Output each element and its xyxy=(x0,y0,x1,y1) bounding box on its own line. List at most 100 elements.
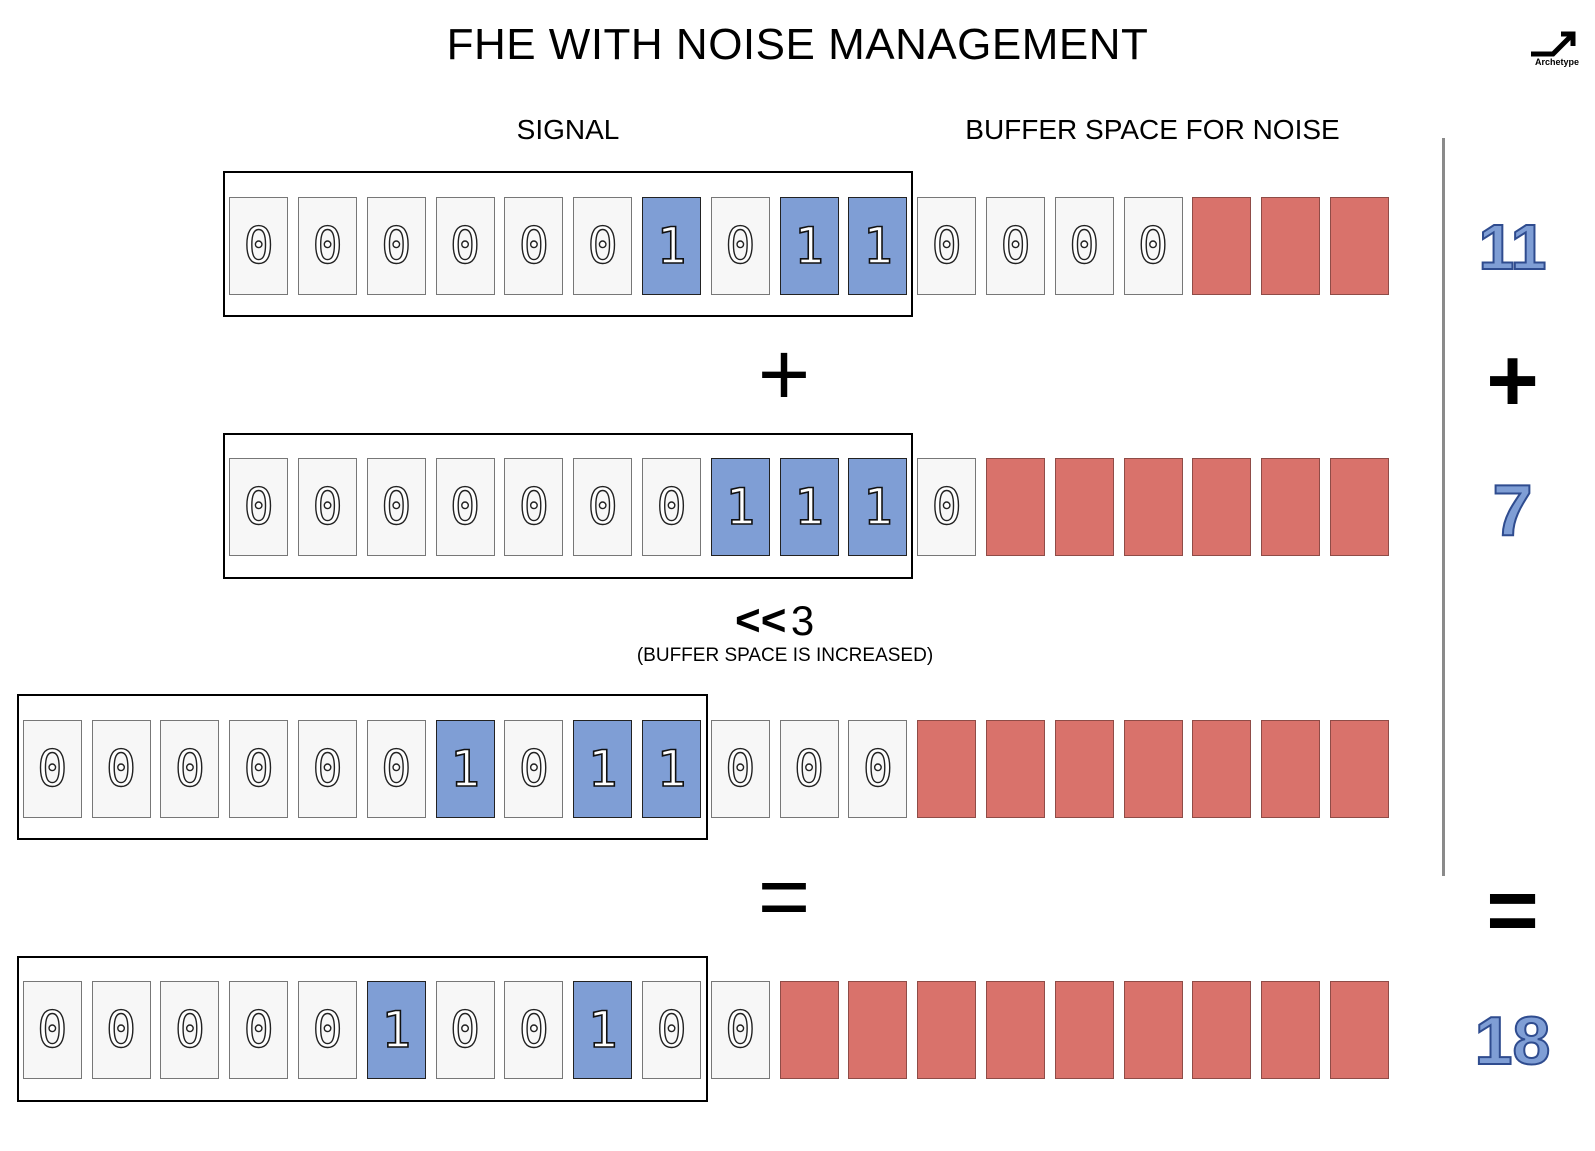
bit-cell: 0 xyxy=(91,720,151,818)
equals-operator: = xyxy=(757,847,811,947)
bit-value: 1 xyxy=(862,216,894,276)
noise-cell xyxy=(1261,981,1321,1079)
bit-cell: 0 xyxy=(504,720,564,818)
shift-amount: 3 xyxy=(790,597,815,644)
bit-value: 0 xyxy=(793,739,825,798)
result-number: 18 xyxy=(1474,1002,1552,1080)
bit-cell: 0 xyxy=(160,720,220,818)
bit-value: 0 xyxy=(656,477,688,536)
bit-value: 1 xyxy=(587,1000,619,1060)
bit-cell: 0 xyxy=(917,458,977,556)
bit-value: 0 xyxy=(587,477,619,536)
number-plus: + xyxy=(1486,331,1539,431)
buffer-label: BUFFER SPACE FOR NOISE xyxy=(965,114,1340,145)
bit-value: 1 xyxy=(793,477,825,537)
noise-cell xyxy=(986,981,1045,1079)
bit-value: 0 xyxy=(931,477,963,536)
noise-cell xyxy=(848,981,908,1079)
bit-cell: 1 xyxy=(573,720,633,818)
signal-group-box xyxy=(223,433,913,579)
bit-cell: 1 xyxy=(848,458,908,556)
noise-cell xyxy=(1330,458,1389,556)
bit-cell: 0 xyxy=(160,981,220,1079)
bit-cell: 1 xyxy=(435,720,495,818)
bit-value: 0 xyxy=(518,1000,550,1059)
bit-cell: 0 xyxy=(229,197,289,295)
noise-cell xyxy=(986,720,1045,818)
noise-cell xyxy=(1054,981,1114,1079)
bit-value: 0 xyxy=(243,477,275,536)
bit-cell: 1 xyxy=(779,197,839,295)
bit-value: 0 xyxy=(1137,216,1169,275)
noise-cell xyxy=(917,720,977,818)
operand-a: 11 xyxy=(1478,210,1548,284)
bit-cell: 1 xyxy=(642,197,701,295)
bit-value: 1 xyxy=(862,477,894,537)
bit-cell: 0 xyxy=(91,981,151,1079)
bit-value: 0 xyxy=(37,1000,69,1059)
bit-value: 0 xyxy=(1069,216,1101,275)
bit-cell: 0 xyxy=(366,458,426,556)
bit-cell: 1 xyxy=(573,981,633,1079)
bit-cell: 0 xyxy=(917,197,977,295)
bit-cell: 0 xyxy=(229,981,289,1079)
signal-group-box xyxy=(223,171,913,317)
bit-value: 0 xyxy=(449,477,481,536)
bit-cell: 0 xyxy=(366,720,426,818)
bit-value: 1 xyxy=(449,739,481,799)
bit-value: 0 xyxy=(381,739,413,798)
bit-cell: 0 xyxy=(435,981,495,1079)
bit-cell: 0 xyxy=(22,981,82,1079)
bit-cell: 1 xyxy=(710,458,770,556)
bit-cell: 0 xyxy=(710,981,770,1079)
bit-value: 0 xyxy=(312,1000,344,1059)
bit-cell: 0 xyxy=(298,720,357,818)
bit-value: 0 xyxy=(37,739,69,798)
bit-cell: 0 xyxy=(435,458,495,556)
bit-value: 0 xyxy=(312,739,344,798)
noise-cell xyxy=(917,981,977,1079)
bit-cell: 0 xyxy=(779,720,839,818)
noise-cell xyxy=(1330,720,1389,818)
bit-value: 0 xyxy=(931,216,963,275)
bit-cell: 1 xyxy=(366,981,426,1079)
bit-cell: 0 xyxy=(1054,197,1114,295)
bit-value: 1 xyxy=(656,739,688,799)
bit-cell: 0 xyxy=(435,197,495,295)
bit-value: 1 xyxy=(587,739,619,799)
bit-cell: 0 xyxy=(986,197,1045,295)
shift-note: (BUFFER SPACE IS INCREASED) xyxy=(636,645,934,666)
noise-cell xyxy=(1123,720,1183,818)
bit-cell: 0 xyxy=(22,720,82,818)
bit-value: 0 xyxy=(174,739,206,798)
bit-value: 0 xyxy=(174,1000,206,1059)
noise-cell xyxy=(1330,981,1389,1079)
bit-cell: 0 xyxy=(642,458,701,556)
signal-label: SIGNAL xyxy=(516,114,620,145)
bit-value: 0 xyxy=(449,1000,481,1059)
bit-cell: 0 xyxy=(573,197,633,295)
signal-group-box xyxy=(17,694,708,840)
bit-cell: 0 xyxy=(504,458,564,556)
bit-cell: 0 xyxy=(504,197,564,295)
bit-value: 0 xyxy=(725,216,757,275)
bit-value: 0 xyxy=(518,739,550,798)
bit-cell: 0 xyxy=(366,197,426,295)
shift-symbol: << xyxy=(735,596,787,645)
noise-cell xyxy=(1123,981,1183,1079)
bit-value: 0 xyxy=(862,739,894,798)
number-equals: = xyxy=(1486,861,1539,961)
bit-cell: 0 xyxy=(298,458,357,556)
noise-cell xyxy=(779,981,839,1079)
bit-value: 0 xyxy=(449,216,481,275)
bit-cell: 0 xyxy=(298,981,357,1079)
bit-value: 0 xyxy=(312,216,344,275)
bit-value: 0 xyxy=(243,1000,275,1059)
logo-text: Archetype xyxy=(1534,57,1579,67)
operand-b: 7 xyxy=(1491,470,1533,552)
bit-value: 0 xyxy=(725,739,757,798)
noise-cell xyxy=(1192,981,1252,1079)
bit-cell: 1 xyxy=(848,197,908,295)
noise-cell xyxy=(1054,720,1114,818)
bit-value: 0 xyxy=(587,216,619,275)
